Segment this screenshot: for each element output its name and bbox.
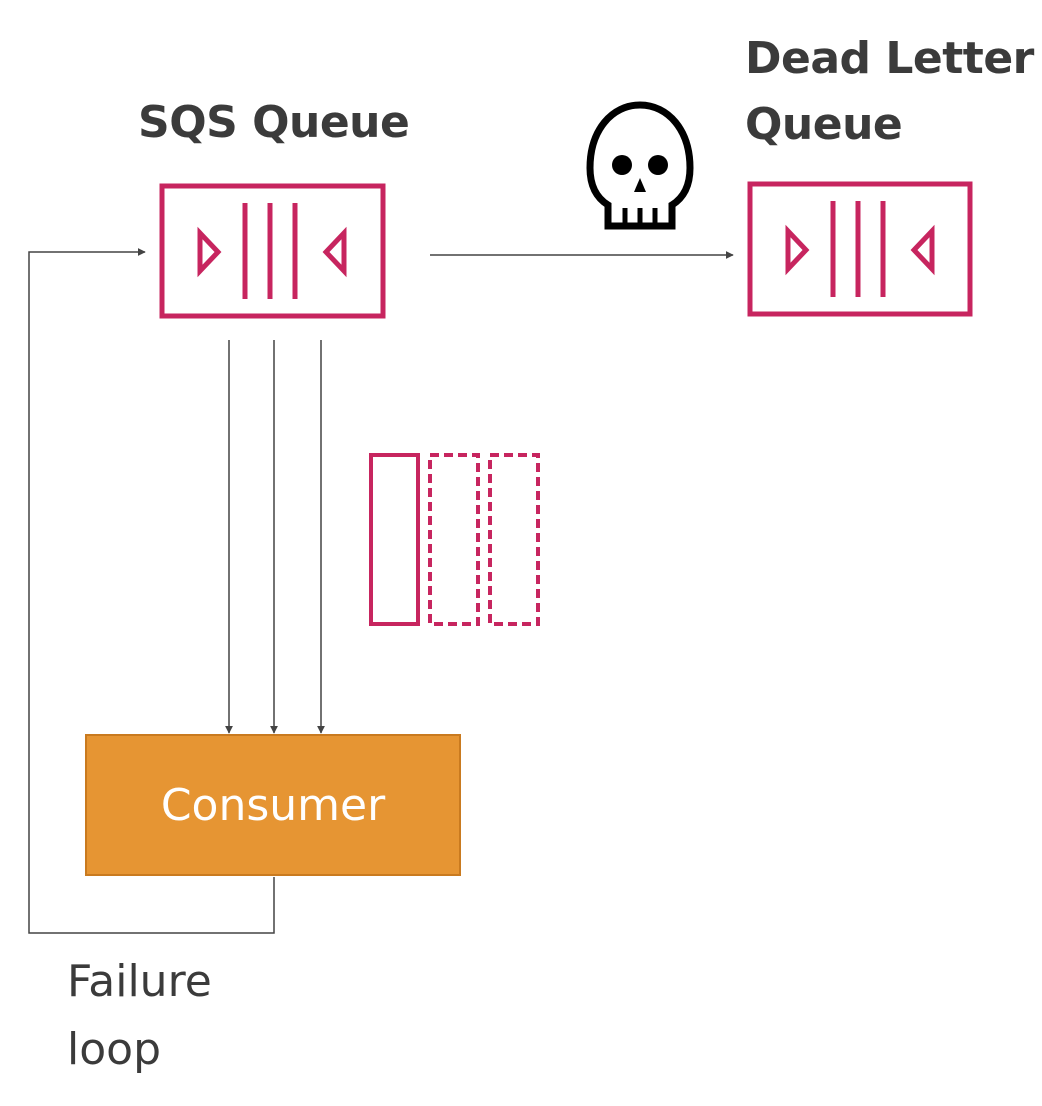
failure-loop-line1: Failure: [67, 956, 212, 1007]
dead-letter-queue-title: Dead Letter Queue: [745, 26, 1034, 158]
failure-loop-line2: loop: [67, 1024, 161, 1075]
sqs-queue-title: SQS Queue: [138, 97, 410, 148]
dead-letter-queue-icon: [747, 181, 973, 317]
messages-group: [369, 453, 540, 626]
dlq-title-line1: Dead Letter: [745, 33, 1034, 84]
message-icon: [428, 453, 480, 626]
dlq-title-line2: Queue: [745, 99, 903, 150]
consumer-box: Consumer: [85, 734, 461, 876]
failure-loop-arrow: [28, 248, 275, 934]
message-icon: [369, 453, 420, 626]
consumer-label: Consumer: [160, 779, 386, 831]
message-icon: [488, 453, 540, 626]
failure-loop-label: Failure loop: [67, 948, 212, 1084]
skull-icon: [586, 101, 694, 230]
sqs-queue-icon: [159, 183, 386, 319]
